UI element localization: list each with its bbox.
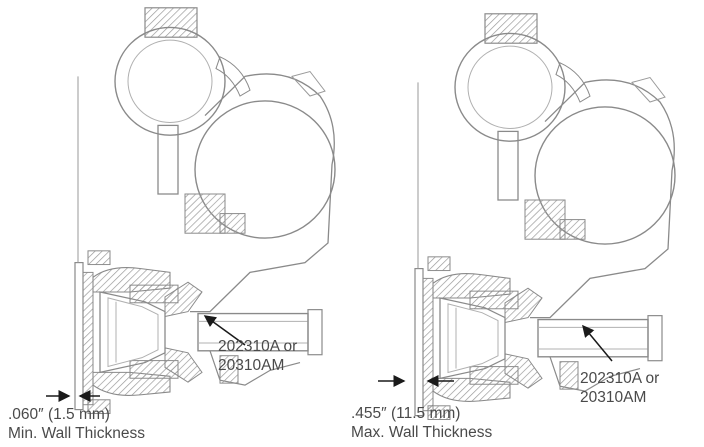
right-thickness-caption: Max. Wall Thickness xyxy=(351,424,493,441)
left-thickness-value: .060″ (1.5 mm) xyxy=(8,406,110,423)
left-part-number-line2: 20310AM xyxy=(218,357,285,374)
left-part-number-label: 202310A or 20310AM xyxy=(218,337,297,375)
right-part-number-line2: 20310AM xyxy=(580,389,647,406)
left-part-pointer-arrow xyxy=(203,315,246,346)
right-thickness-value: .455″ (11.5 mm) xyxy=(351,405,461,422)
right-part-number-label: 202310A or 20310AM xyxy=(580,369,659,407)
right-part-number-line1: 202310A or xyxy=(580,370,660,387)
left-thickness-label: .060″ (1.5 mm) Min. Wall Thickness xyxy=(8,405,145,443)
right-thickness-label: .455″ (11.5 mm) Max. Wall Thickness xyxy=(351,404,492,442)
right-part-pointer-arrow xyxy=(582,324,613,362)
left-thickness-caption: Min. Wall Thickness xyxy=(8,425,145,442)
right-fitting-drawing xyxy=(414,13,676,421)
left-part-number-line1: 202310A or xyxy=(218,338,298,355)
